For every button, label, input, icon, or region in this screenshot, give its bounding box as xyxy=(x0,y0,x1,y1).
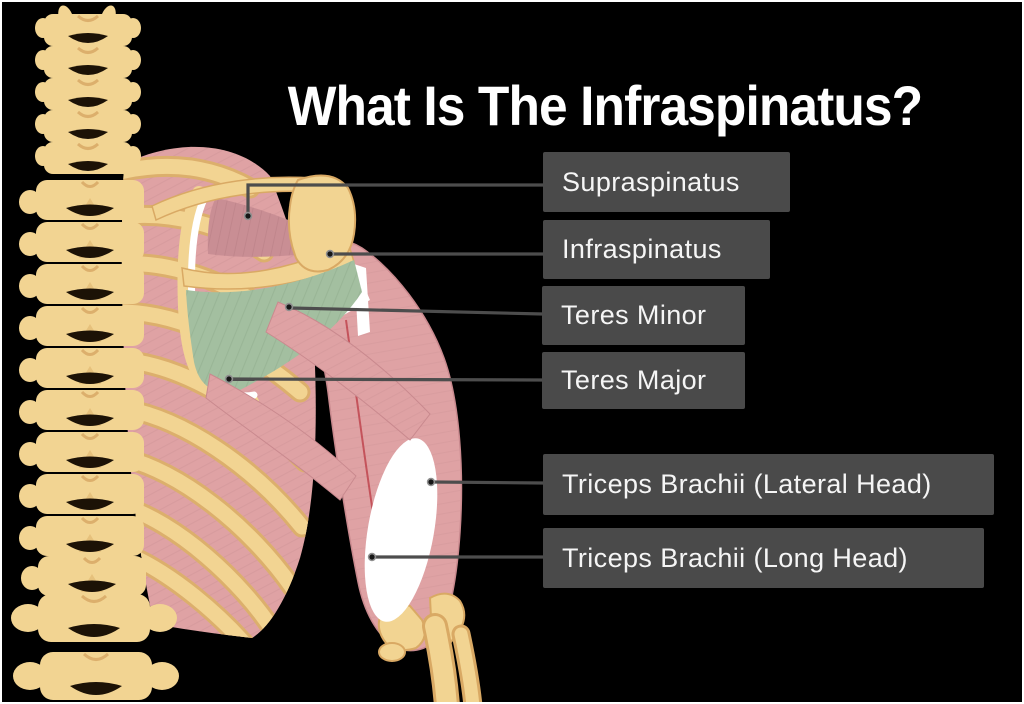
leader-teres-minor xyxy=(290,306,544,316)
scapula xyxy=(151,174,431,501)
leader-teres-major xyxy=(230,377,544,382)
label-text: Teres Major xyxy=(561,365,707,395)
page-title: What Is The Infraspinatus? xyxy=(287,73,923,137)
marker-dot xyxy=(325,249,335,259)
label-teres-major: Teres Major xyxy=(542,352,745,409)
label-text: Triceps Brachii (Long Head) xyxy=(562,542,908,573)
leader-lines xyxy=(230,183,544,559)
leader-supraspinatus xyxy=(246,183,543,212)
label-triceps-long-head: Triceps Brachii (Long Head) xyxy=(543,528,984,588)
marker-dot xyxy=(284,302,294,312)
elbow-bones xyxy=(377,592,483,702)
label-text: Teres Minor xyxy=(561,300,707,330)
marker-dot xyxy=(224,374,234,384)
marker-dots xyxy=(224,211,436,562)
tendon-oval xyxy=(364,438,438,622)
teres-major-muscle xyxy=(205,373,357,501)
acromion xyxy=(287,174,357,273)
marker-dot xyxy=(367,552,377,562)
label-teres-minor: Teres Minor xyxy=(542,286,745,345)
marker-dot xyxy=(243,211,253,221)
label-supraspinatus: Supraspinatus xyxy=(543,152,790,212)
label-triceps-lateral-head: Triceps Brachii (Lateral Head) xyxy=(543,454,994,515)
spine xyxy=(9,5,181,702)
label-infraspinatus: Infraspinatus xyxy=(543,220,770,279)
label-text: Triceps Brachii (Lateral Head) xyxy=(562,469,932,499)
label-text: Infraspinatus xyxy=(562,234,722,264)
marker-dot xyxy=(426,477,436,487)
leader-triceps-lateral xyxy=(432,480,544,485)
teres-minor-muscle xyxy=(265,301,431,441)
label-text: Supraspinatus xyxy=(562,166,740,197)
